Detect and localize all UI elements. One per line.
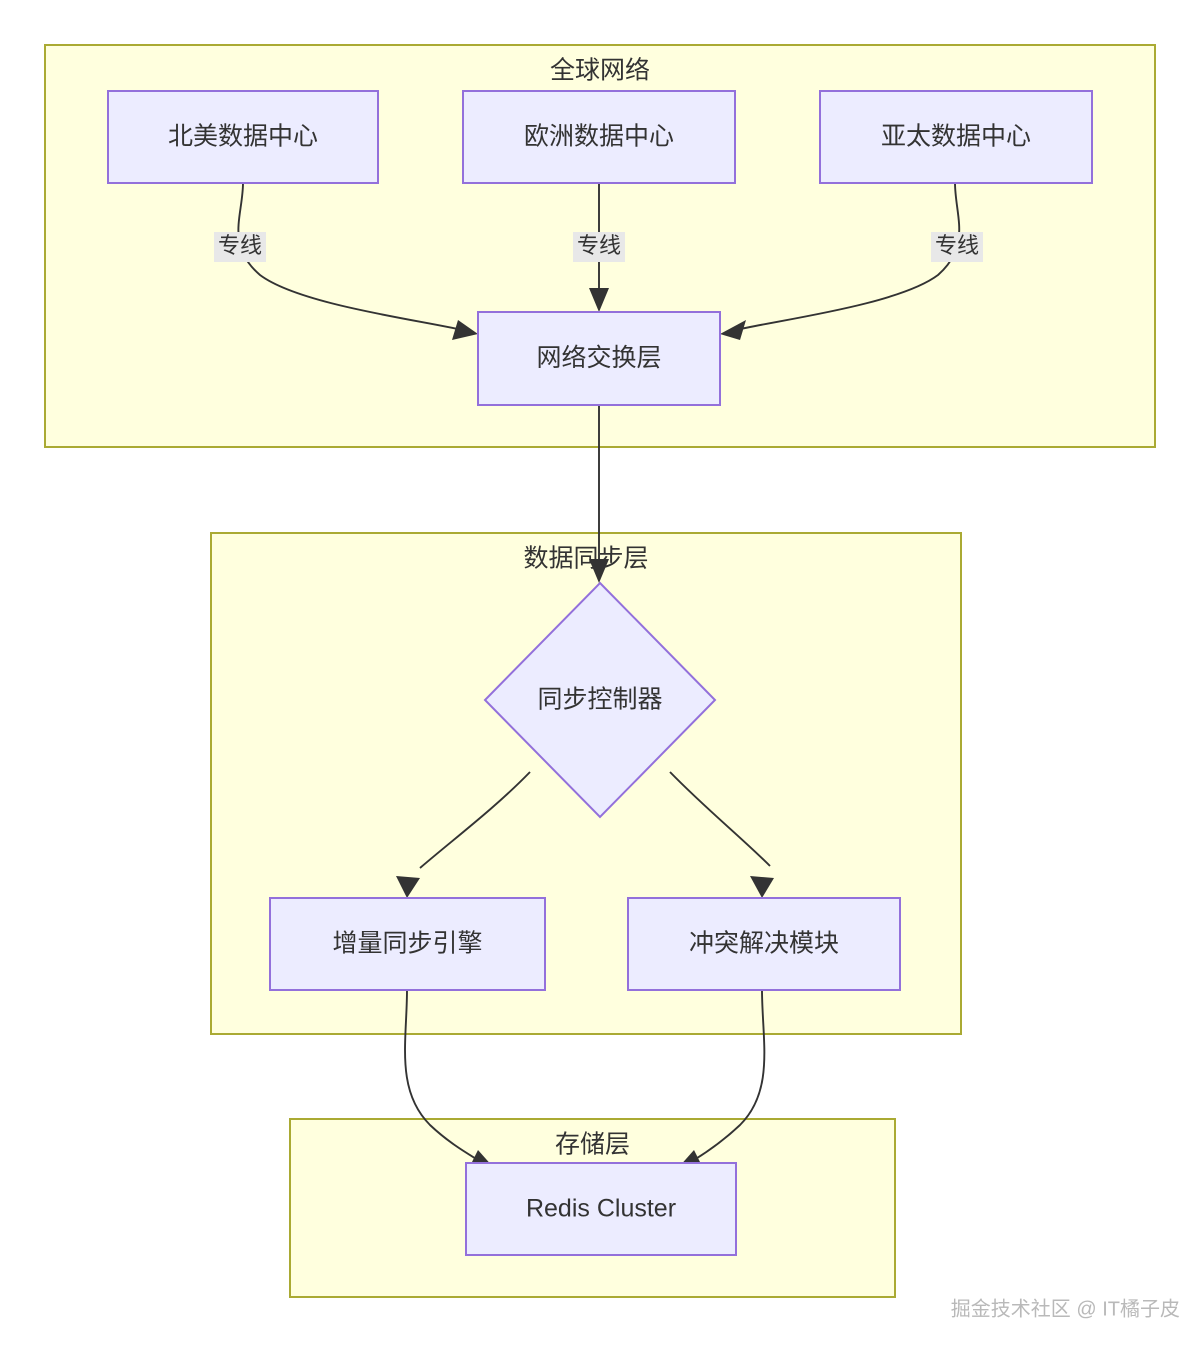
watermark-label: 掘金技术社区 @ IT橘子皮 — [951, 1297, 1180, 1320]
edge-label-bg-na-dc — [214, 232, 266, 262]
edge-label-text-eu-dc: 专线 — [577, 233, 621, 258]
node-sync-ctrl[interactable]: 同步控制器 — [483, 581, 717, 819]
arrow-head-apac-dc-to-net-switch — [720, 320, 746, 340]
node-rect-conflict-mod[interactable] — [627, 897, 901, 991]
node-label-net-switch: 网络交换层 — [536, 344, 661, 372]
node-delta-engine[interactable]: 增量同步引擎 — [269, 897, 546, 991]
edge-label-group: 专线 专线 专线 — [214, 232, 983, 262]
arrow-head-na-dc-to-net-switch — [452, 320, 478, 340]
edge-delta-engine-to-redis — [404, 989, 479, 1161]
node-rect-delta-engine[interactable] — [269, 897, 546, 991]
edge-label-text-apac-dc: 专线 — [935, 233, 979, 258]
edge-label-bg-apac-dc — [931, 232, 983, 262]
node-apac-dc[interactable]: 亚太数据中心 — [819, 90, 1093, 184]
node-label-na-dc: 北美数据中心 — [168, 123, 318, 151]
edge-conflict-mod-to-redis — [693, 989, 766, 1161]
edge-apac-dc-to-net-switch — [735, 182, 961, 331]
node-label-sync-ctrl: 同步控制器 — [537, 686, 662, 714]
node-label-eu-dc: 欧洲数据中心 — [524, 123, 674, 151]
edge-na-dc-to-net-switch — [237, 182, 463, 331]
arrow-head-sync-ctrl-to-conflict-mod — [750, 876, 774, 898]
edge-sync-ctrl-to-conflict-mod — [669, 771, 771, 867]
edge-sync-ctrl-to-delta-engine — [419, 771, 531, 869]
cluster-label-data-sync-layer: 数据同步层 — [523, 545, 648, 573]
edge-label-na-dc: 专线 — [214, 232, 266, 262]
node-na-dc[interactable]: 北美数据中心 — [107, 90, 379, 184]
edge-label-text-na-dc: 专线 — [218, 233, 262, 258]
node-label-delta-engine: 增量同步引擎 — [332, 930, 482, 958]
node-eu-dc[interactable]: 欧洲数据中心 — [462, 90, 736, 184]
arrow-head-eu-dc-to-net-switch — [589, 288, 609, 312]
node-redis[interactable]: Redis Cluster — [465, 1162, 737, 1256]
node-label-apac-dc: 亚太数据中心 — [881, 123, 1031, 151]
edge-label-eu-dc: 专线 — [573, 232, 625, 262]
node-rect-eu-dc[interactable] — [462, 90, 736, 184]
node-diamond-sync-ctrl[interactable] — [483, 581, 717, 819]
cluster-label-storage-layer: 存储层 — [555, 1131, 630, 1159]
node-conflict-mod[interactable]: 冲突解决模块 — [627, 897, 901, 991]
edge-label-apac-dc: 专线 — [931, 232, 983, 262]
node-rect-net-switch[interactable] — [477, 311, 721, 406]
node-net-switch[interactable]: 网络交换层 — [477, 311, 721, 406]
edge-group — [237, 182, 961, 1170]
edge-label-bg-eu-dc — [573, 232, 625, 262]
node-label-redis: Redis Cluster — [526, 1195, 676, 1223]
node-rect-redis[interactable] — [465, 1162, 737, 1256]
node-label-conflict-mod: 冲突解决模块 — [689, 930, 839, 958]
arrow-head-net-switch-to-sync-ctrl — [589, 559, 609, 583]
node-rect-na-dc[interactable] — [107, 90, 379, 184]
cluster-label-global-network: 全球网络 — [550, 57, 650, 85]
arrow-head-sync-ctrl-to-delta-engine — [396, 876, 420, 898]
node-rect-apac-dc[interactable] — [819, 90, 1093, 184]
